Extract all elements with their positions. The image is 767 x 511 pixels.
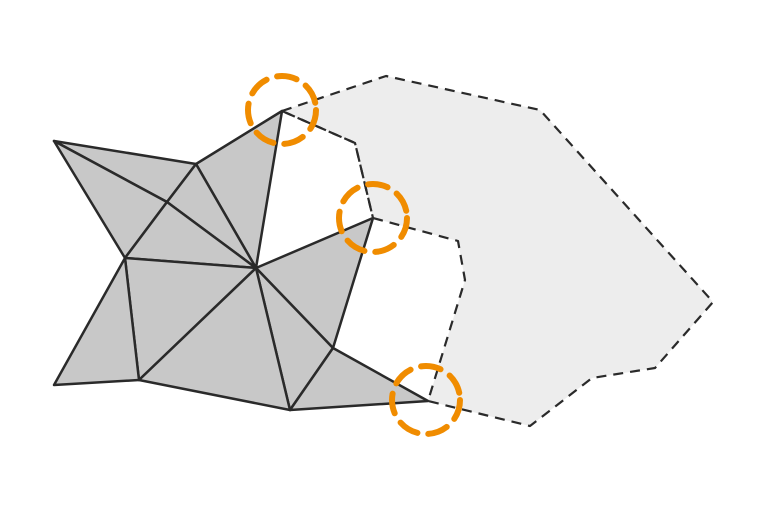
- mesh-triangle: [52, 256, 141, 387]
- vertex-markers: [245, 73, 463, 437]
- region-boundary-dashed: [281, 109, 375, 219]
- triangle-mesh: [52, 109, 430, 412]
- vertex-marker-circle: [245, 73, 319, 147]
- dashed-region: [280, 74, 715, 428]
- vertex-marker-circle: [389, 363, 463, 437]
- vertex-marker-circle: [336, 181, 410, 255]
- dashed-region-layer: [280, 74, 715, 428]
- mesh-triangle: [137, 266, 292, 412]
